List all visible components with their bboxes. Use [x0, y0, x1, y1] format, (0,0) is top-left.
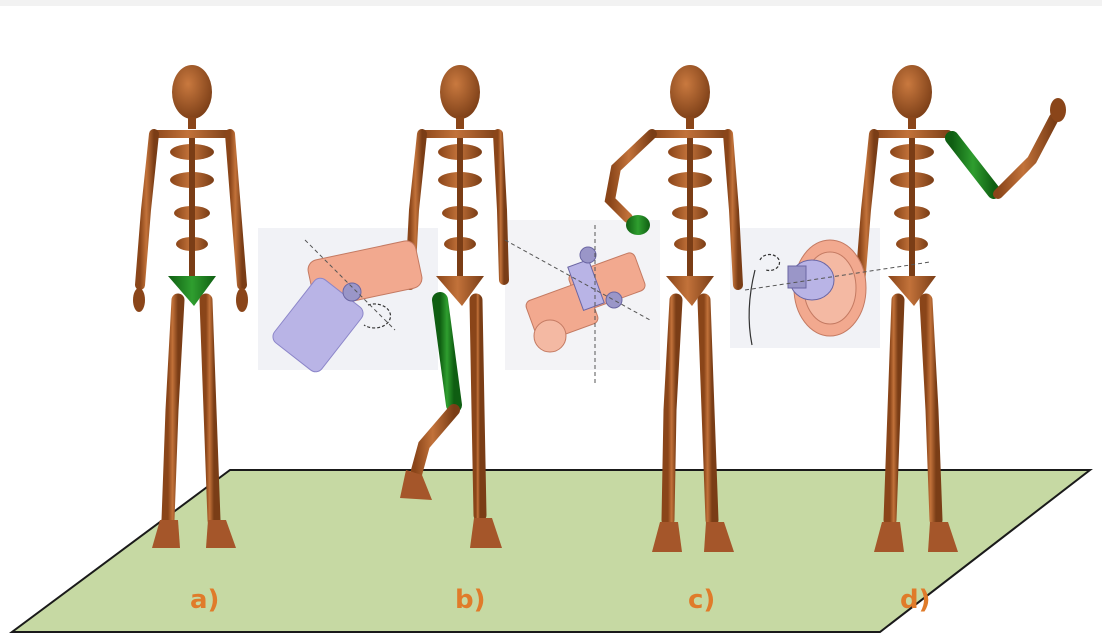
ball-joint-shaft — [788, 266, 806, 288]
hinge-pin — [343, 283, 361, 301]
head — [892, 65, 932, 119]
left-hand — [1050, 98, 1066, 122]
left-leg — [476, 300, 480, 515]
spine — [457, 138, 463, 278]
right-thigh-highlight — [440, 300, 454, 405]
head — [670, 65, 710, 119]
spine — [909, 138, 915, 278]
right-shin — [415, 410, 454, 478]
label-d: d) — [900, 585, 931, 615]
label-b: b) — [455, 585, 486, 615]
right-arm — [610, 134, 652, 218]
left-hand — [236, 288, 248, 312]
neck — [188, 117, 196, 129]
neck — [456, 117, 464, 129]
right-hand — [133, 288, 145, 312]
clavicle — [650, 130, 730, 138]
left-leg — [206, 300, 214, 520]
left-forearm — [998, 118, 1054, 194]
right-leg — [168, 300, 178, 520]
head — [172, 65, 212, 119]
left-upper-arm-highlight — [952, 138, 994, 192]
clavicle — [420, 130, 500, 138]
neck — [686, 117, 694, 129]
label-a: a) — [190, 585, 219, 615]
left-arm — [728, 134, 738, 285]
clavicle — [152, 130, 232, 138]
ujoint-cylinder-end — [534, 320, 566, 352]
ujoint-pin-top — [580, 247, 596, 263]
left-leg — [704, 300, 712, 520]
neck — [908, 117, 916, 129]
ujoint-pin-right — [606, 292, 622, 308]
spine — [687, 138, 693, 278]
clavicle — [872, 130, 952, 138]
right-leg — [890, 300, 898, 520]
right-leg — [668, 300, 676, 520]
right-hand-highlight — [626, 215, 650, 235]
left-arm — [498, 134, 504, 280]
left-arm — [230, 134, 242, 285]
right-arm — [140, 134, 154, 285]
label-c: c) — [688, 585, 715, 615]
head — [440, 65, 480, 119]
spine — [189, 138, 195, 278]
